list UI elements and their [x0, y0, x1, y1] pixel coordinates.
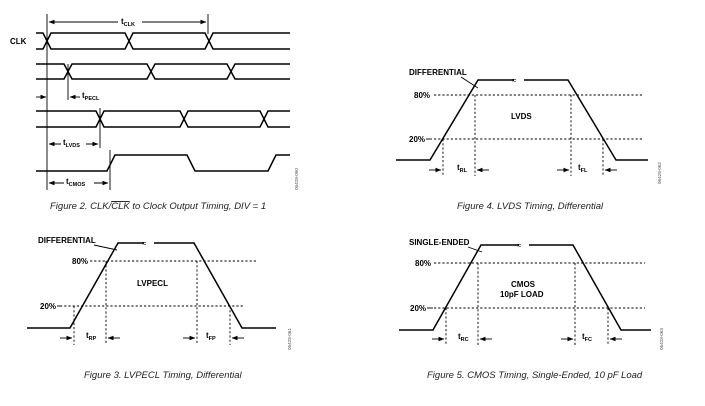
- figure-code: 06428-062: [657, 162, 662, 184]
- break-mark: ≈: [517, 241, 522, 250]
- tfall-label: tFL: [578, 163, 588, 174]
- level-80-label: 80%: [414, 91, 430, 100]
- mode-label: DIFFERENTIAL: [38, 236, 96, 245]
- lvds-waveform: [36, 110, 290, 128]
- figure-3-lvpecl-timing: DIFFERENTIAL ≈ 80% 20% LVPECL tRP tFP 06…: [27, 236, 292, 381]
- load-label: 10pF LOAD: [500, 290, 544, 299]
- figure-2-caption: Figure 2. CLK/CLK to Clock Output Timing…: [50, 201, 266, 212]
- level-20-label: 20%: [40, 302, 56, 311]
- clk-signal-label: CLK: [10, 37, 27, 46]
- lvpecl-type-label: LVPECL: [137, 279, 168, 288]
- tpecl-label: tPECL: [82, 91, 100, 102]
- trise-label: tRL: [457, 163, 468, 174]
- level-80-label: 80%: [415, 259, 431, 268]
- figure-5-caption: Figure 5. CMOS Timing, Single-Ended, 10 …: [427, 370, 643, 381]
- trise-label: tRP: [86, 331, 97, 342]
- lvds-type-label: LVDS: [511, 112, 532, 121]
- mode-leader: [460, 76, 479, 89]
- mode-label: SINGLE-ENDED: [409, 238, 470, 247]
- figure-code: 06428-060: [294, 168, 299, 190]
- break-mark: ≈: [512, 76, 517, 85]
- tfall-label: tFP: [206, 331, 216, 342]
- tcmos-label: tCMOS: [66, 177, 86, 188]
- level-80-label: 80%: [72, 257, 88, 266]
- figure-code: 06428-061: [287, 328, 292, 350]
- tclk-label: tCLK: [121, 17, 135, 28]
- mode-leader: [93, 244, 118, 251]
- pecl-waveform: [36, 63, 290, 80]
- figure-2-clock-output-timing: tCLK CLK tPECL tLVDS tCMOS 06428-060 Fig…: [10, 14, 299, 212]
- trise-label: tRC: [458, 332, 469, 343]
- figure-code: 06428-063: [659, 328, 664, 350]
- cmos-waveform: [36, 154, 290, 172]
- figure-4-lvds-timing: DIFFERENTIAL ≈ 80% 20% LVDS tRL tFL 0642…: [396, 68, 662, 212]
- clk-waveform: [36, 32, 290, 50]
- figure-4-caption: Figure 4. LVDS Timing, Differential: [457, 201, 604, 212]
- tfall-label: tFC: [582, 332, 592, 343]
- figure-5-cmos-timing: SINGLE-ENDED ≈ 80% 20% CMOS 10pF LOAD tR…: [399, 238, 664, 381]
- level-20-label: 20%: [409, 135, 425, 144]
- figure-3-caption: Figure 3. LVPECL Timing, Differential: [84, 370, 243, 381]
- level-20-label: 20%: [410, 304, 426, 313]
- mode-label: DIFFERENTIAL: [409, 68, 467, 77]
- cmos-type-label: CMOS: [511, 280, 536, 289]
- mode-leader: [467, 246, 483, 253]
- break-mark: ≈: [142, 239, 147, 248]
- lvpecl-edge-waveform: [27, 242, 276, 329]
- tlvds-label: tLVDS: [63, 138, 80, 149]
